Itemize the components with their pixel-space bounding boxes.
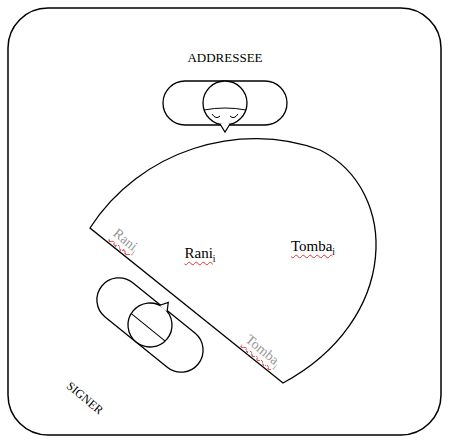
role-label: SIGNER <box>64 379 106 418</box>
index-subscript: i <box>332 246 335 257</box>
referent-name: Rani <box>184 245 212 261</box>
referent-name: Tomba <box>291 238 332 254</box>
text-group: ADDRESSEE <box>187 51 262 64</box>
index-subscript: i <box>213 253 216 264</box>
text-group: Ranii <box>184 246 215 264</box>
text-group: Tombai <box>291 239 335 257</box>
text-group: SIGNER <box>65 379 106 416</box>
signing-space: RaniiTombaiRaniiTombai <box>85 125 405 390</box>
signer-figure: SIGNER <box>50 270 235 420</box>
role-label: ADDRESSEE <box>187 50 262 65</box>
signing-space-outline <box>85 125 405 390</box>
addressee-figure: ADDRESSEE <box>150 40 300 135</box>
